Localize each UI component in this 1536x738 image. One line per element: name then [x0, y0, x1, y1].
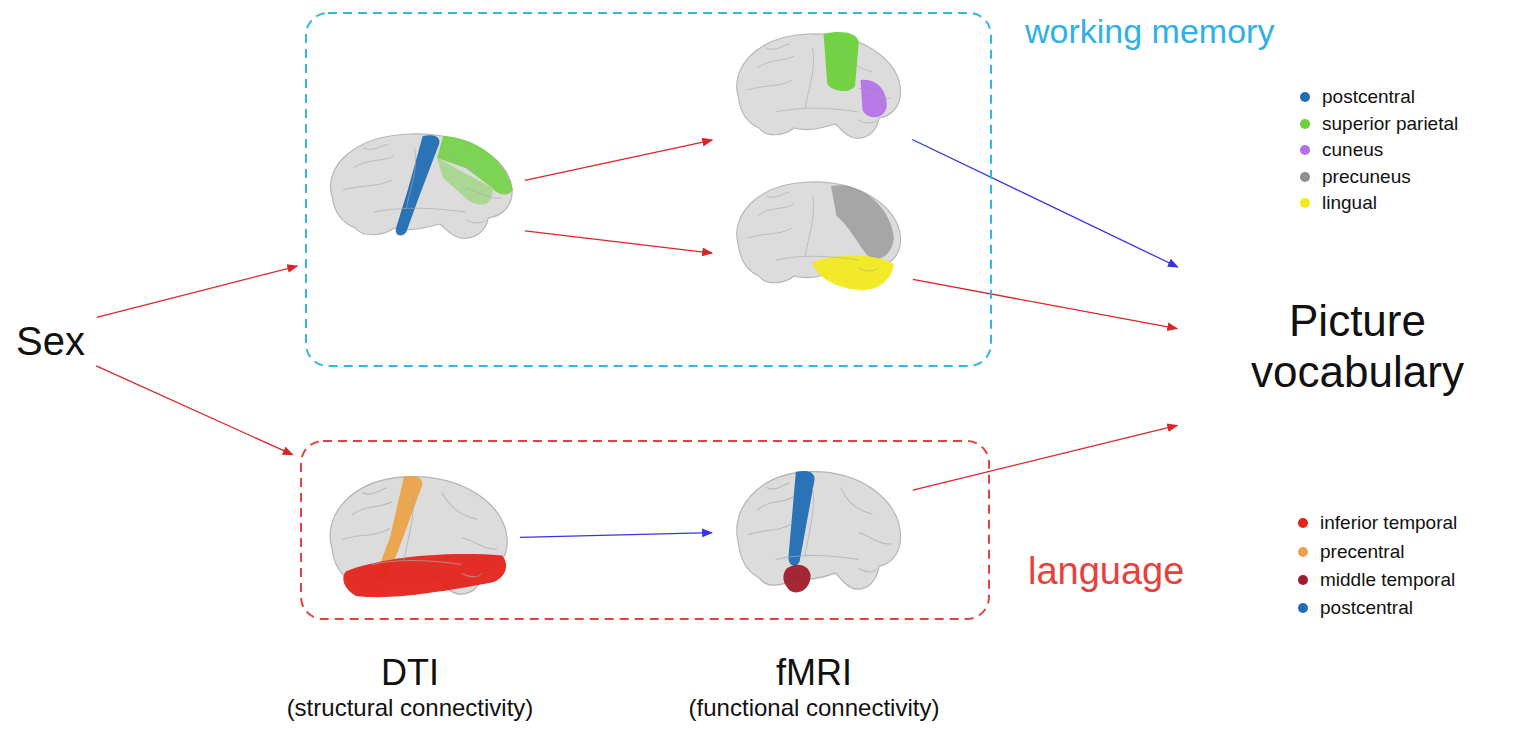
legend-item: lingual: [1300, 192, 1377, 214]
brain-image: [720, 176, 905, 296]
outcome-node: Picture vocabulary: [1185, 262, 1530, 432]
legend-swatch: [1298, 547, 1308, 557]
dashed-outline: [300, 440, 990, 620]
brain-image: [312, 470, 512, 605]
legend-item: postcentral: [1300, 86, 1415, 108]
legend-swatch: [1298, 575, 1308, 585]
legend-item: inferior temporal: [1298, 512, 1457, 534]
module-label: language: [1028, 550, 1184, 594]
arrow-connector: [525, 140, 712, 180]
node-label: Picture vocabulary: [1192, 296, 1523, 397]
module-label: working memory: [1025, 12, 1274, 51]
legend-item: cuneus: [1300, 139, 1383, 161]
legend-text: lingual: [1322, 192, 1377, 214]
arrow-connector: [96, 366, 292, 455]
brain-drawing: [720, 28, 905, 148]
column-subtitle: (structural connectivity): [287, 694, 534, 722]
variable-node: Sex: [12, 314, 89, 368]
column-title: fMRI: [776, 652, 852, 693]
brain-image: [312, 128, 517, 248]
legend-item: precentral: [1298, 541, 1405, 563]
legend-swatch: [1300, 119, 1310, 129]
arrow-connector: [912, 139, 1178, 267]
legend-item: precuneus: [1300, 166, 1411, 188]
node-label: Sex: [16, 318, 85, 364]
brain-drawing: [312, 470, 512, 605]
module-box: language: [300, 440, 990, 620]
legend-text: middle temporal: [1320, 569, 1455, 591]
legend-text: postcentral: [1322, 86, 1415, 108]
legend-swatch: [1300, 172, 1310, 182]
legend-swatch: [1300, 198, 1310, 208]
legend-text: cuneus: [1322, 139, 1383, 161]
legend-item: middle temporal: [1298, 569, 1455, 591]
arrow-connector: [913, 425, 1177, 490]
column-subtitle: (functional connectivity): [689, 694, 940, 722]
brain-drawing: [312, 128, 517, 248]
legend-text: precentral: [1320, 541, 1405, 563]
legend-text: inferior temporal: [1320, 512, 1457, 534]
arrow-connector: [520, 533, 712, 538]
legend-item: superior parietal: [1300, 113, 1458, 135]
arrow-connector: [525, 231, 712, 253]
brain-drawing: [720, 176, 905, 296]
legend-swatch: [1300, 145, 1310, 155]
legend-text: precuneus: [1322, 166, 1411, 188]
legend-text: superior parietal: [1322, 113, 1458, 135]
legend-swatch: [1298, 603, 1308, 613]
brain-drawing: [720, 465, 905, 600]
module-box: working memory: [305, 12, 992, 367]
legend-swatch: [1300, 92, 1310, 102]
legend-item: postcentral: [1298, 597, 1413, 619]
arrow-connector: [97, 266, 298, 317]
brain-image: [720, 465, 905, 600]
legend-swatch: [1298, 518, 1308, 528]
column-title: DTI: [381, 652, 439, 693]
dashed-outline: [305, 12, 992, 367]
legend-text: postcentral: [1320, 597, 1413, 619]
arrow-connector: [913, 279, 1177, 328]
brain-image: [720, 28, 905, 148]
